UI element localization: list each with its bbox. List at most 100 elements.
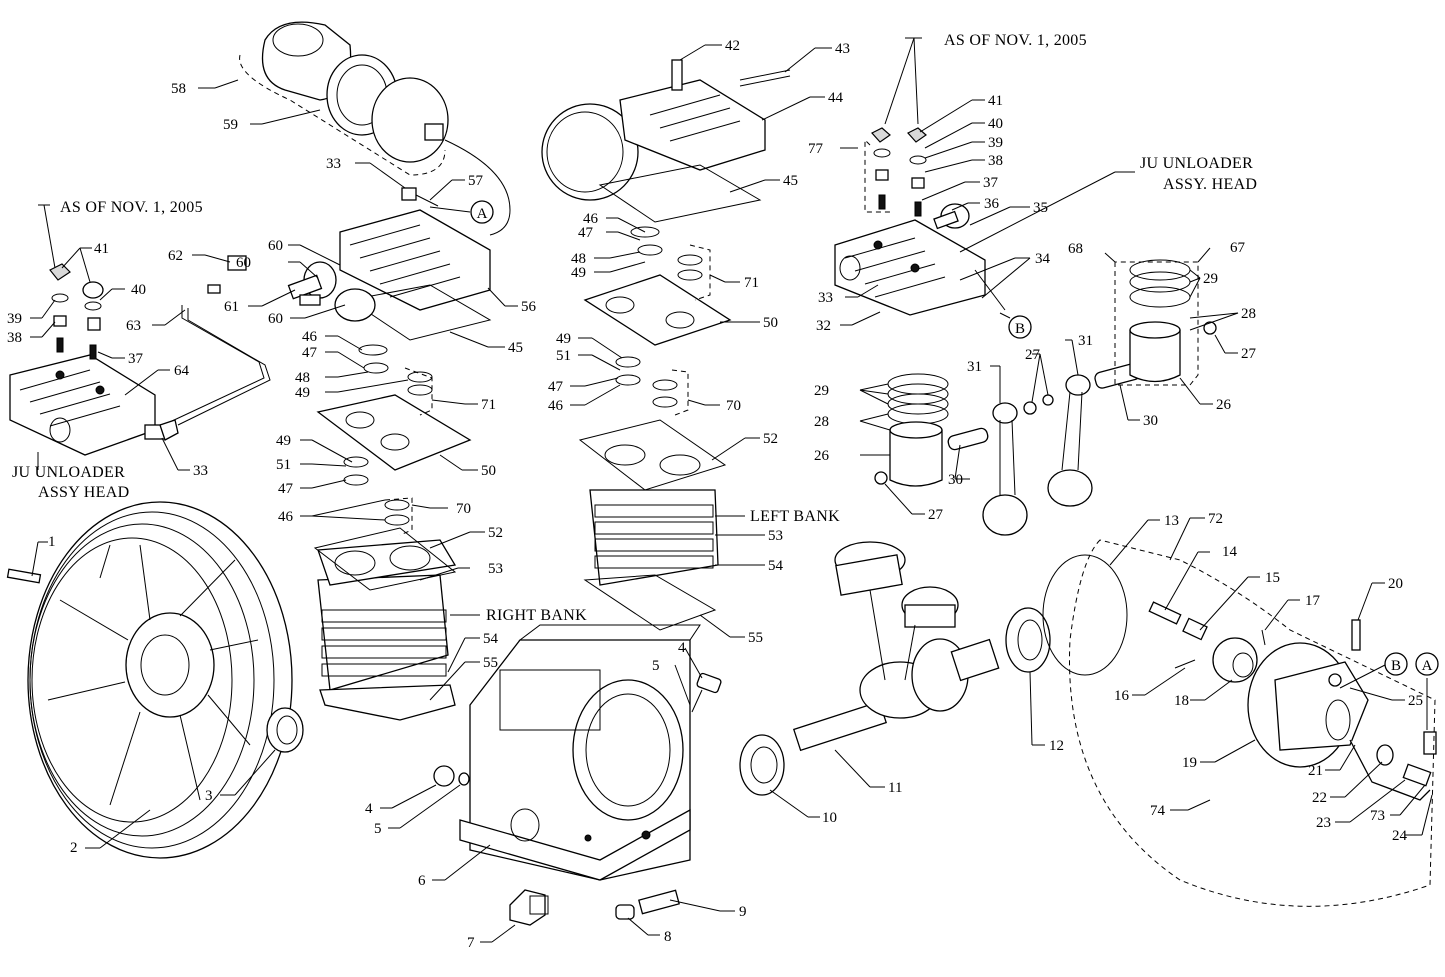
callout: 14 bbox=[1222, 544, 1238, 560]
callout: 29 bbox=[1203, 271, 1218, 287]
right-bank-caption: RIGHT BANK bbox=[486, 607, 587, 624]
callout: 30 bbox=[1143, 413, 1158, 429]
callout: 52 bbox=[763, 431, 778, 447]
callout: 56 bbox=[521, 299, 537, 315]
dashed-group-boundary bbox=[1069, 539, 1436, 907]
callout: 60 bbox=[236, 255, 251, 271]
connecting-rod-right bbox=[1047, 374, 1093, 507]
callout: 30 bbox=[948, 472, 963, 488]
callout: 32 bbox=[816, 318, 831, 334]
left-head-drawing bbox=[541, 59, 791, 201]
callout: 33 bbox=[326, 156, 341, 172]
left-bank-cylinder-drawing bbox=[578, 419, 727, 631]
callout: 77 bbox=[808, 141, 824, 157]
callout: 51 bbox=[276, 457, 291, 473]
callout: 46 bbox=[583, 211, 599, 227]
callout: 33 bbox=[193, 463, 208, 479]
tube-drawing bbox=[177, 308, 271, 426]
right-valve-plate-drawing bbox=[316, 394, 472, 471]
callout: 72 bbox=[1208, 511, 1223, 527]
right-unloader-head-drawing bbox=[834, 219, 1006, 316]
callout: 40 bbox=[988, 116, 1003, 132]
callout: 4 bbox=[678, 640, 686, 656]
bearing-cover-drawing bbox=[1247, 642, 1369, 768]
connector-B-top: B bbox=[1008, 315, 1032, 339]
callout: 19 bbox=[1182, 755, 1197, 771]
callout: 63 bbox=[126, 318, 141, 334]
callout: 43 bbox=[835, 41, 850, 57]
callout: 70 bbox=[726, 398, 741, 414]
callout: 38 bbox=[988, 153, 1003, 169]
callout: 57 bbox=[468, 173, 484, 189]
flywheel-drawing bbox=[27, 501, 293, 859]
callout: 39 bbox=[988, 135, 1003, 151]
bolt-drawing bbox=[1351, 619, 1361, 651]
callout: 50 bbox=[481, 463, 496, 479]
seal-drawing bbox=[266, 707, 304, 753]
callout: 59 bbox=[223, 117, 238, 133]
callout: 50 bbox=[763, 315, 778, 331]
callout: 55 bbox=[748, 630, 763, 646]
svg-text:B: B bbox=[1391, 658, 1401, 674]
callout: 41 bbox=[988, 93, 1003, 109]
callout: 48 bbox=[295, 370, 310, 386]
connector-A-right: A bbox=[1415, 652, 1439, 676]
callout: 28 bbox=[1241, 306, 1256, 322]
plug-drawing bbox=[433, 765, 455, 787]
left-unloader-head-drawing bbox=[9, 354, 156, 456]
callout: 46 bbox=[548, 398, 564, 414]
callout: 31 bbox=[1078, 333, 1093, 349]
callout: 18 bbox=[1174, 693, 1189, 709]
callout: 49 bbox=[295, 385, 310, 401]
callout: 31 bbox=[967, 359, 982, 375]
left-valve-plate-drawing bbox=[583, 274, 732, 346]
piston-assembly-left bbox=[874, 373, 989, 487]
callout: 48 bbox=[571, 251, 586, 267]
callout: 47 bbox=[302, 345, 318, 361]
left-bank-caption: LEFT BANK bbox=[750, 508, 840, 525]
callout: 53 bbox=[768, 528, 783, 544]
callout: 49 bbox=[556, 331, 571, 347]
callout: 10 bbox=[822, 810, 837, 826]
piston-assembly-right bbox=[1094, 259, 1217, 389]
callout: 2 bbox=[70, 840, 78, 856]
leader-lines bbox=[30, 37, 1433, 943]
callout: 8 bbox=[664, 929, 672, 945]
callout: 34 bbox=[1035, 251, 1051, 267]
captions: AS OF NOV. 1, 2005 AS OF NOV. 1, 2005 JU… bbox=[12, 32, 1257, 624]
bearing-drawing bbox=[739, 734, 785, 796]
callout: 45 bbox=[783, 173, 798, 189]
right-bank-cylinder-drawing bbox=[317, 539, 457, 721]
callout: 28 bbox=[814, 414, 829, 430]
callout: 26 bbox=[1216, 397, 1232, 413]
callout: 29 bbox=[814, 383, 829, 399]
callout: 47 bbox=[278, 481, 294, 497]
ju-unloader-caption-right: JU UNLOADER bbox=[1140, 155, 1253, 172]
callout: 27 bbox=[1241, 346, 1257, 362]
callout: 27 bbox=[1025, 347, 1041, 363]
callout: 47 bbox=[548, 379, 564, 395]
drain-plug-drawing bbox=[509, 889, 549, 926]
callout: 11 bbox=[888, 780, 902, 796]
callout: 46 bbox=[278, 509, 294, 525]
callout: 17 bbox=[1305, 593, 1321, 609]
callout: 55 bbox=[483, 655, 498, 671]
bearing-drawing bbox=[1005, 607, 1051, 673]
callout: 38 bbox=[7, 330, 22, 346]
gasket-drawing bbox=[1042, 554, 1128, 676]
svg-text:A: A bbox=[1422, 658, 1433, 674]
callout: 46 bbox=[302, 329, 318, 345]
callout: 61 bbox=[224, 299, 239, 315]
callout: 27 bbox=[928, 507, 944, 523]
callout: 37 bbox=[983, 175, 999, 191]
callout: 62 bbox=[168, 248, 183, 264]
callout: 4 bbox=[365, 801, 373, 817]
connecting-rod-left bbox=[982, 394, 1054, 536]
callout: 58 bbox=[171, 81, 186, 97]
callout: 25 bbox=[1408, 693, 1423, 709]
parts-artwork bbox=[6, 21, 1437, 926]
callout: 60 bbox=[268, 311, 283, 327]
callout: 64 bbox=[174, 363, 190, 379]
callout: 51 bbox=[556, 348, 571, 364]
